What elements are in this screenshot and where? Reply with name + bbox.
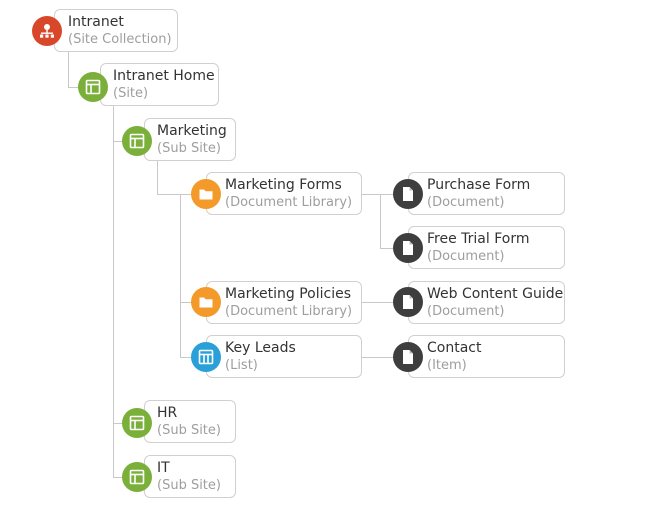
node-title: Intranet <box>68 14 124 30</box>
node-type: (Site Collection) <box>68 32 172 47</box>
node-title: Contact <box>427 340 482 356</box>
node-type: (Document Library) <box>225 304 353 319</box>
site-icon <box>122 462 152 492</box>
document-icon <box>393 287 423 317</box>
node-title: IT <box>157 460 170 476</box>
site-collection-icon <box>32 16 62 46</box>
document-icon <box>393 233 423 263</box>
node-type: (Document) <box>427 249 505 264</box>
node-title: Purchase Form <box>427 177 531 193</box>
node-title: Marketing Policies <box>225 286 352 302</box>
node-type: (Sub Site) <box>157 478 221 493</box>
site-icon <box>78 72 108 102</box>
node-title: Intranet Home <box>113 68 215 84</box>
node-title: Free Trial Form <box>427 231 530 247</box>
node-free-trial-form[interactable]: Free Trial Form (Document) <box>408 226 565 269</box>
node-type: (Item) <box>427 358 467 373</box>
node-type: (Document) <box>427 195 505 210</box>
node-title: Marketing <box>157 123 227 139</box>
node-type: (List) <box>225 358 258 373</box>
node-title: Key Leads <box>225 340 296 356</box>
node-title: HR <box>157 405 178 421</box>
node-marketing[interactable]: Marketing (Sub Site) <box>144 118 236 161</box>
node-type: (Site) <box>113 86 149 101</box>
document-icon <box>393 342 423 372</box>
site-icon <box>122 408 152 438</box>
node-it[interactable]: IT (Sub Site) <box>144 455 236 498</box>
node-marketing-forms[interactable]: Marketing Forms (Document Library) <box>206 172 362 215</box>
node-web-content-guide[interactable]: Web Content Guide (Document) <box>408 281 565 324</box>
node-type: (Document Library) <box>225 195 353 210</box>
node-marketing-policies[interactable]: Marketing Policies (Document Library) <box>206 281 362 324</box>
node-intranet[interactable]: Intranet (Site Collection) <box>54 9 178 52</box>
node-purchase-form[interactable]: Purchase Form (Document) <box>408 172 565 215</box>
node-title: Web Content Guide <box>427 286 564 302</box>
site-icon <box>122 126 152 156</box>
node-key-leads[interactable]: Key Leads (List) <box>206 335 362 378</box>
folder-icon <box>191 287 221 317</box>
document-icon <box>393 179 423 209</box>
node-type: (Sub Site) <box>157 141 221 156</box>
node-intranet-home[interactable]: Intranet Home (Site) <box>100 63 219 106</box>
node-type: (Document) <box>427 304 505 319</box>
list-icon <box>191 342 221 372</box>
node-contact[interactable]: Contact (Item) <box>408 335 565 378</box>
node-type: (Sub Site) <box>157 423 221 438</box>
node-hr[interactable]: HR (Sub Site) <box>144 400 236 443</box>
folder-icon <box>191 179 221 209</box>
node-title: Marketing Forms <box>225 177 342 193</box>
